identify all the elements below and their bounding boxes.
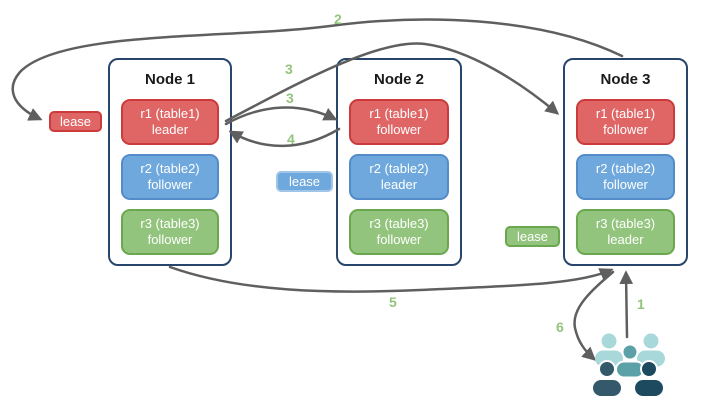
arrow-step-4 <box>228 127 341 148</box>
node-2-replica-r1: r1 (table1) follower <box>349 99 449 145</box>
users-icon <box>591 333 665 398</box>
step-label-1: 1 <box>637 296 645 312</box>
node-3-replicas: r1 (table1) follower r2 (table2) followe… <box>565 97 686 255</box>
replica-name: r1 (table1) <box>369 105 429 121</box>
lease-badge-blue: lease <box>276 171 333 192</box>
node-1-card: Node 1 r1 (table1) leader r2 (table2) fo… <box>108 58 232 266</box>
node-3-replica-r3: r3 (table3) leader <box>576 209 675 255</box>
replica-role: leader <box>151 122 189 137</box>
node-2-replicas: r1 (table1) follower r2 (table2) leader … <box>338 97 460 255</box>
replica-name: r3 (table3) <box>140 215 200 231</box>
replica-role: follower <box>147 177 193 192</box>
node-3-replica-r1: r1 (table1) follower <box>576 99 675 145</box>
lease-badge-green: lease <box>505 226 560 247</box>
replica-name: r2 (table2) <box>595 160 656 176</box>
replica-role: leader <box>607 232 644 247</box>
replica-role: follower <box>376 232 422 247</box>
replica-role: leader <box>380 177 418 192</box>
node-1-replica-r3: r3 (table3) follower <box>121 209 219 255</box>
arrow-step-2 <box>11 18 624 121</box>
node-3-card: Node 3 r1 (table1) follower r2 (table2) … <box>563 58 688 266</box>
node-3-title: Node 3 <box>600 71 651 88</box>
arrow-step-3-to-node2 <box>224 106 338 126</box>
step-label-4: 4 <box>287 131 295 147</box>
replica-name: r3 (table3) <box>369 215 429 231</box>
node-2-replica-r3: r3 (table3) follower <box>349 209 449 255</box>
replica-role: follower <box>603 177 648 192</box>
node-2-replica-r2: r2 (table2) leader <box>349 154 449 200</box>
node-2-title: Node 2 <box>373 71 424 88</box>
step-label-2: 2 <box>334 11 342 27</box>
node-1-title: Node 1 <box>144 71 195 88</box>
arrow-step-5 <box>168 265 614 293</box>
replica-name: r1 (table1) <box>140 105 200 121</box>
replica-name: r2 (table2) <box>140 160 200 176</box>
node-1-replica-r2: r2 (table2) follower <box>121 154 219 200</box>
replica-role: follower <box>376 122 422 137</box>
lease-badge-red: lease <box>49 111 102 132</box>
node-1-replica-r1: r1 (table1) leader <box>121 99 219 145</box>
node-1-replicas: r1 (table1) leader r2 (table2) follower … <box>110 97 230 255</box>
step-label-6: 6 <box>556 319 564 335</box>
replica-name: r3 (table3) <box>595 215 656 231</box>
replica-name: r1 (table1) <box>595 105 656 121</box>
replica-name: r2 (table2) <box>369 160 429 176</box>
step-label-5: 5 <box>389 294 397 310</box>
replica-role: follower <box>147 232 193 247</box>
node-2-card: Node 2 r1 (table1) follower r2 (table2) … <box>336 58 462 266</box>
step-label-3a: 3 <box>285 61 293 77</box>
node-3-replica-r2: r2 (table2) follower <box>576 154 675 200</box>
replica-role: follower <box>603 122 648 137</box>
step-label-3b: 3 <box>286 90 294 106</box>
